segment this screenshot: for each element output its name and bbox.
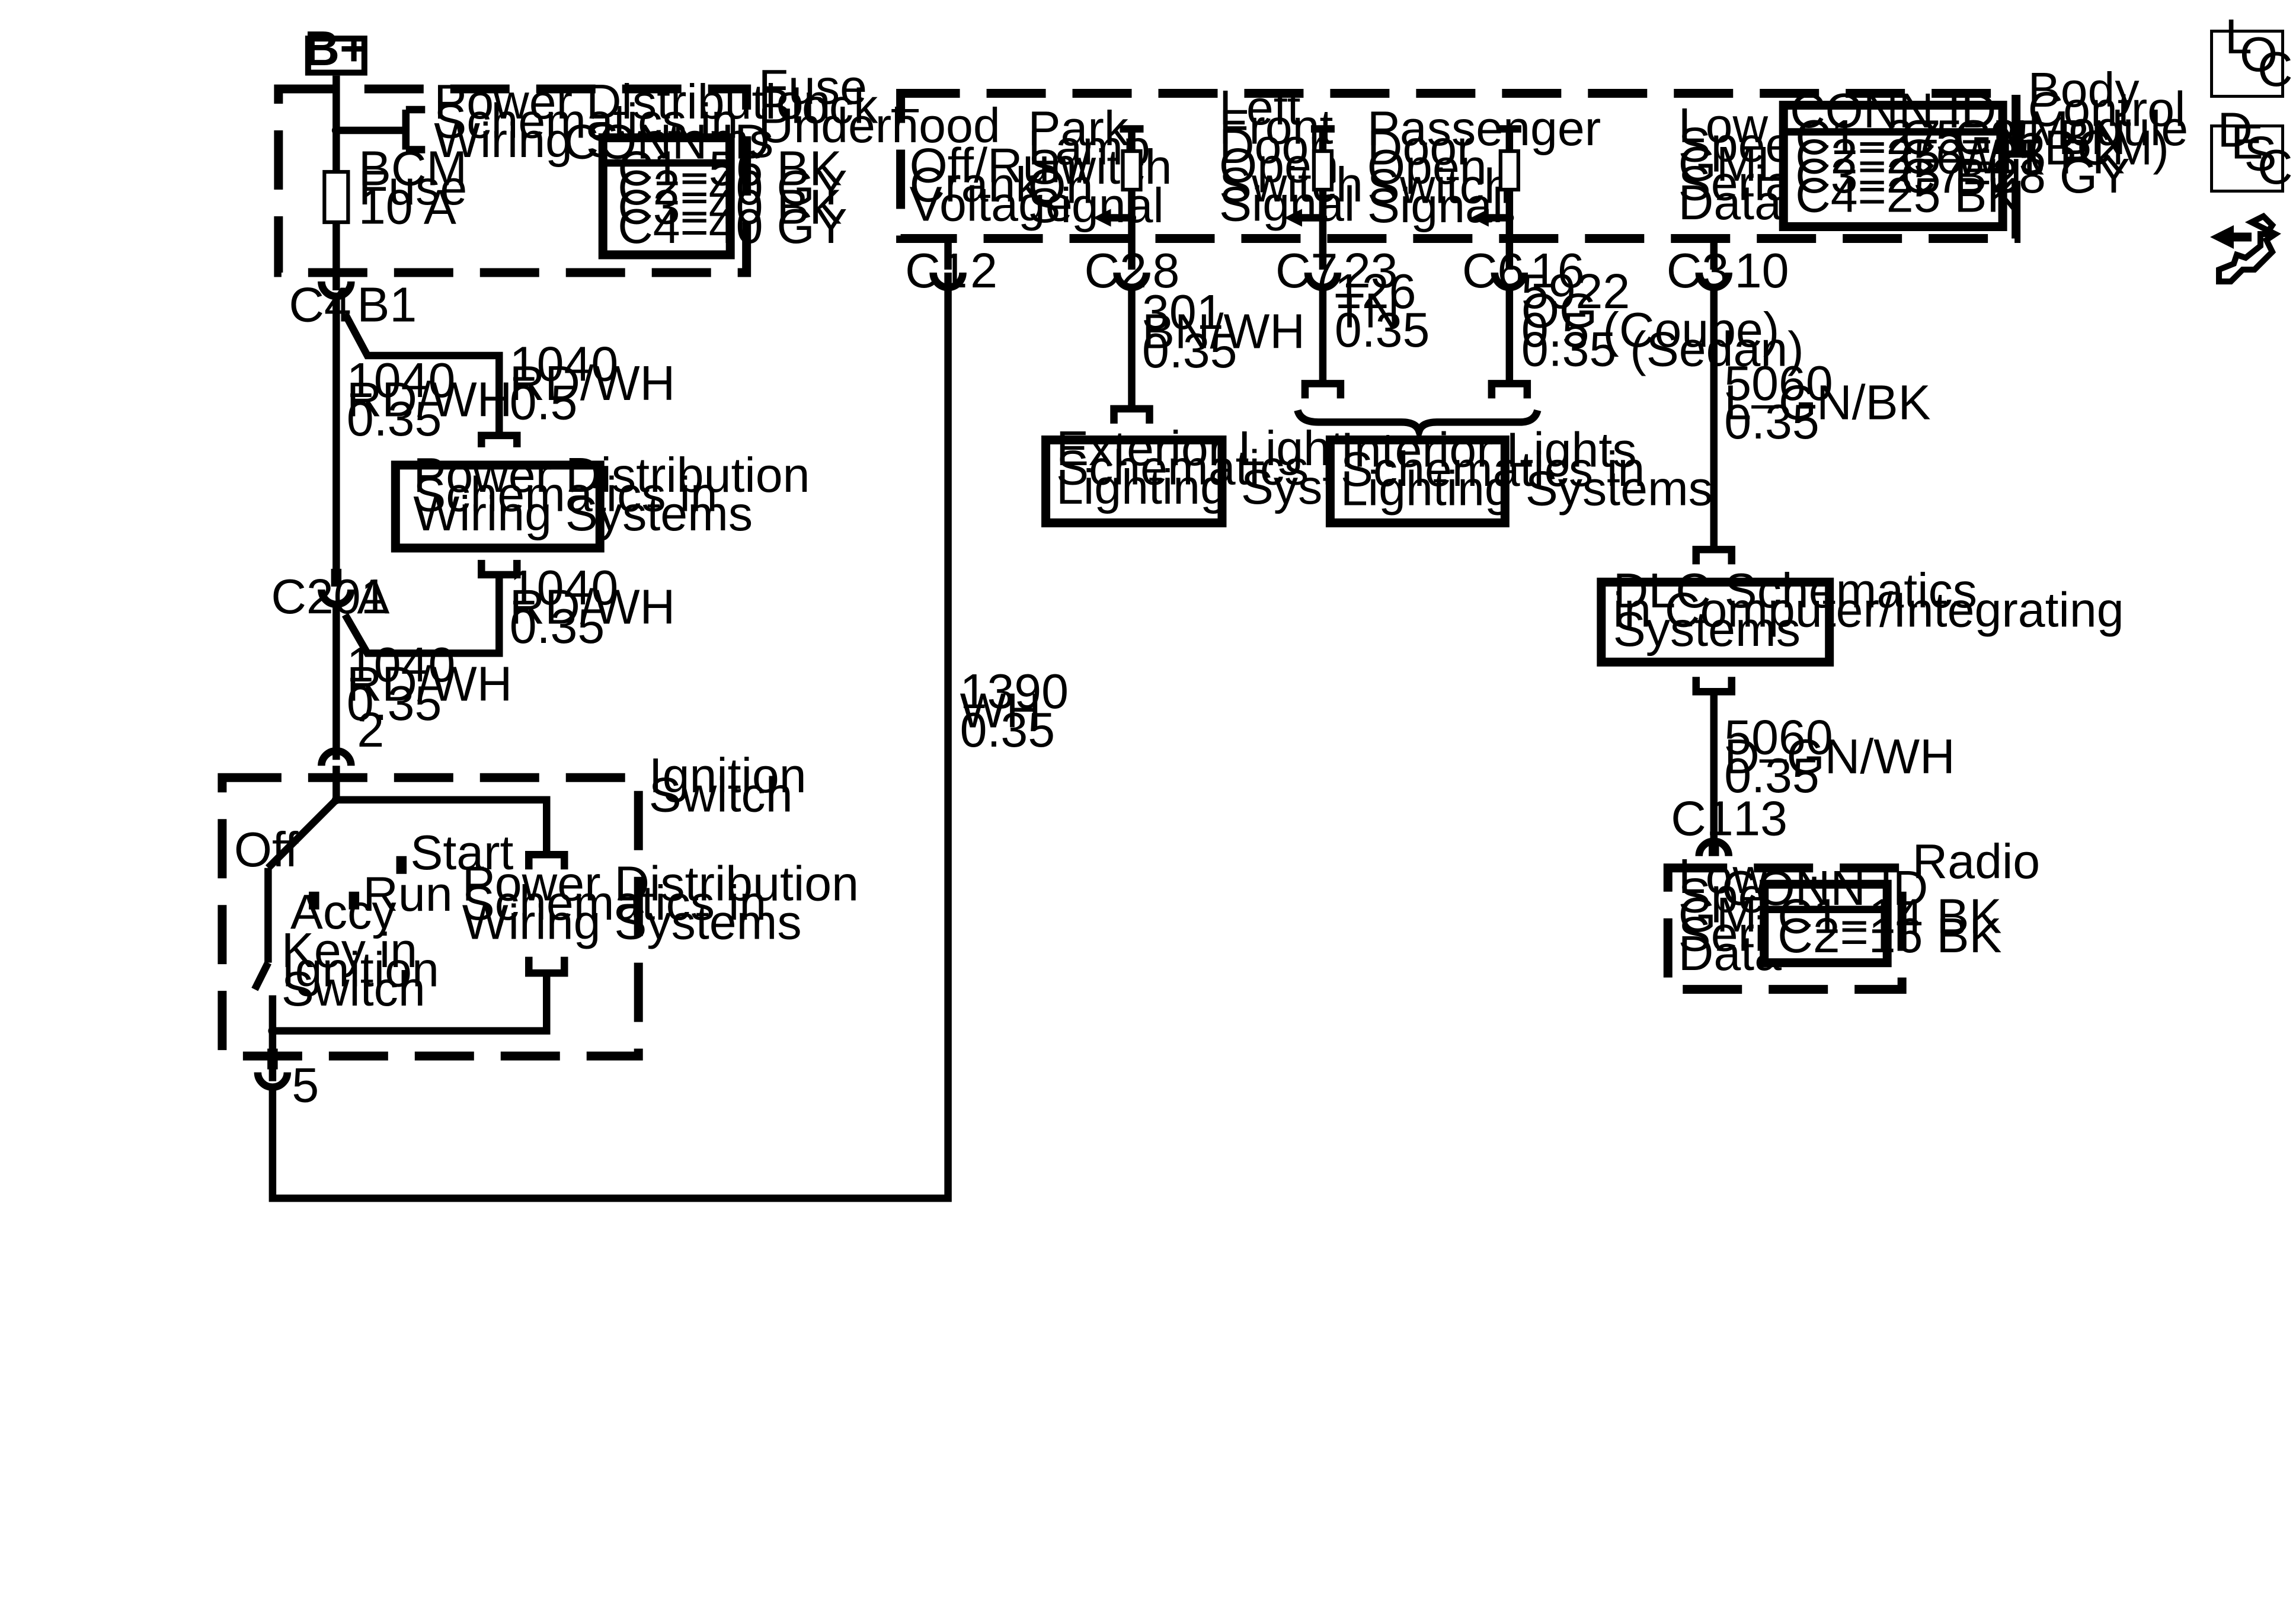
fuse-block: FuseBlock –Underhood Power DistributionS… <box>274 60 1000 290</box>
svg-text:23: 23 <box>1344 244 1398 298</box>
position-run: Run <box>363 867 452 921</box>
location-icon[interactable]: L O C <box>2210 9 2293 98</box>
svg-text:C2: C2 <box>1085 244 1147 298</box>
svg-text:A: A <box>357 569 389 624</box>
description-icon[interactable]: D E S C <box>2210 103 2293 194</box>
svg-text:C: C <box>2257 42 2293 97</box>
svg-text:Interior LightsSchematics inLi: Interior LightsSchematics inLighting Sys… <box>1341 422 1713 516</box>
svg-text:2: 2 <box>970 244 997 298</box>
svg-text:C3: C3 <box>1667 244 1729 298</box>
svg-text:Power DistributionSchematics i: Power DistributionSchematics inWiring Sy… <box>413 448 810 541</box>
svg-text:C7: C7 <box>1275 244 1338 298</box>
svg-text:C201: C201 <box>271 569 388 624</box>
bcm-fuse <box>322 169 350 225</box>
wire-5922: 5922OG0.5 (Coupe)0.35 (Sedan) <box>1521 264 1804 376</box>
wire-1040-d: 1040RD/WH0.35 <box>347 638 512 731</box>
wire-301: 301BN/WH0.35 <box>1142 285 1305 378</box>
fuse-conn-id-lines: C1=56 BKC2=40 GYC3=40 BKC4=40 GY <box>618 142 847 254</box>
svg-text:C: C <box>2257 140 2293 194</box>
position-start: Start <box>410 825 513 880</box>
fuse-conn-id-title: CONN ID <box>564 115 770 169</box>
bcm-conn-right: C5–25 BNC6=25 PKC7=28 GY <box>1901 110 2130 203</box>
radio-pin-num: 13 <box>1733 792 1787 846</box>
battery-label: B+ <box>304 21 368 76</box>
radio-conn-lines: C1=14 BKC2=16 BK <box>1777 889 2001 963</box>
wire-1390: 1390WH0.35 <box>960 664 1069 757</box>
position-accy: Accy <box>290 885 396 939</box>
ignition-pin-5: 5 <box>292 1058 319 1113</box>
svg-text:E: E <box>2231 115 2263 169</box>
bcm-conn-id-title: CONN ID <box>1790 84 1996 138</box>
radio-pin-conn: C1 <box>1671 792 1733 846</box>
dlc-ref-box: DLC Schematicsin Computer/IntegratingSys… <box>1597 564 2124 667</box>
svg-text:D: D <box>2218 103 2253 158</box>
svg-text:L: L <box>2225 9 2252 64</box>
radio-title: Radio <box>1913 834 2040 889</box>
radio: C1 13 Radio LowSpeedGMLANSerialData CONN… <box>1663 792 2040 994</box>
connector-c4: C4 B1 <box>289 277 417 332</box>
body-control-module: BodyControlModule(BCM) Off/Run/CrankVolt… <box>896 63 2188 270</box>
svg-text:10: 10 <box>1735 244 1789 298</box>
svg-text:DLC Schematicsin Computer/Inte: DLC Schematicsin Computer/IntegratingSys… <box>1613 564 2124 657</box>
wire-1040-a: 1040RD/WH0.35 <box>347 353 512 446</box>
bcm-lf-label: LeftFrontDoorOpenSwitchSignal <box>1219 81 1363 231</box>
bcm-pass-label: PassengerDoorOpenSwitchSignal <box>1367 101 1601 233</box>
bcm-connectors: C1 2 C2 8 C7 23 C6 16 C3 10 <box>905 244 1789 298</box>
power-distribution-ref-box: Power DistributionSchematics inWiring Sy… <box>391 431 810 579</box>
bcm-fuse-label: BCMFuse10 A <box>359 142 467 235</box>
fuse-block-title: FuseBlock –Underhood <box>759 60 1000 153</box>
connector-c201: C201 A <box>271 568 389 624</box>
ignition-switch: IgnitionSwitch Off Start Accy Run Key in… <box>218 748 859 1113</box>
bcm-crank-label: Off/Run/CrankVoltage <box>910 139 1091 232</box>
svg-text:16: 16 <box>1530 244 1585 298</box>
svg-text:C4: C4 <box>289 277 351 332</box>
bcm-park-label: ParkLampSwitchOnSignal <box>1028 101 1172 233</box>
svg-text:O: O <box>2240 27 2278 82</box>
left-front-door-input <box>1284 125 1335 270</box>
key-in-ignition-label: Key inIgnitionSwitch <box>282 923 439 1016</box>
svg-text:8: 8 <box>1152 244 1179 298</box>
wire-5060-b: 5060D–GN/WH0.35 <box>1724 710 1955 803</box>
svg-text:C6: C6 <box>1462 244 1524 298</box>
svg-text:S: S <box>2244 127 2277 181</box>
svg-text:C1: C1 <box>905 244 967 298</box>
wire-1040-c: 1040RD/WH0.35 <box>510 561 675 654</box>
radio-conn-id-title: CONN ID <box>1722 861 1928 916</box>
wire-126: 126TN0.35 <box>1335 264 1430 357</box>
ignition-pin-2: 2 <box>357 703 384 757</box>
battery-source: B+ <box>304 21 368 76</box>
connector-wrench-icon[interactable] <box>2210 212 2281 284</box>
bcm-title: BodyControlModule(BCM) <box>2028 63 2188 175</box>
wire-5060-a: 5060L–GN/BK0.35 <box>1724 356 1930 449</box>
svg-text:B1: B1 <box>357 277 417 332</box>
park-lamp-input <box>1093 125 1144 270</box>
interior-lights-ref-box: Interior LightsSchematics inLighting Sys… <box>1325 422 1713 527</box>
ignition-pd-ref: Power DistributionSchematics inWiring Sy… <box>462 857 859 950</box>
bcm-conn-left: C1=27 GNC2=25 WHC3=25 BUC4=25 BK <box>1795 110 2036 222</box>
ignition-switch-title: IgnitionSwitch <box>649 748 807 822</box>
wire-1040-b: 1040RD/WH0.5 <box>510 337 675 430</box>
passenger-door-input <box>1470 125 1521 270</box>
brace <box>1294 409 1542 443</box>
